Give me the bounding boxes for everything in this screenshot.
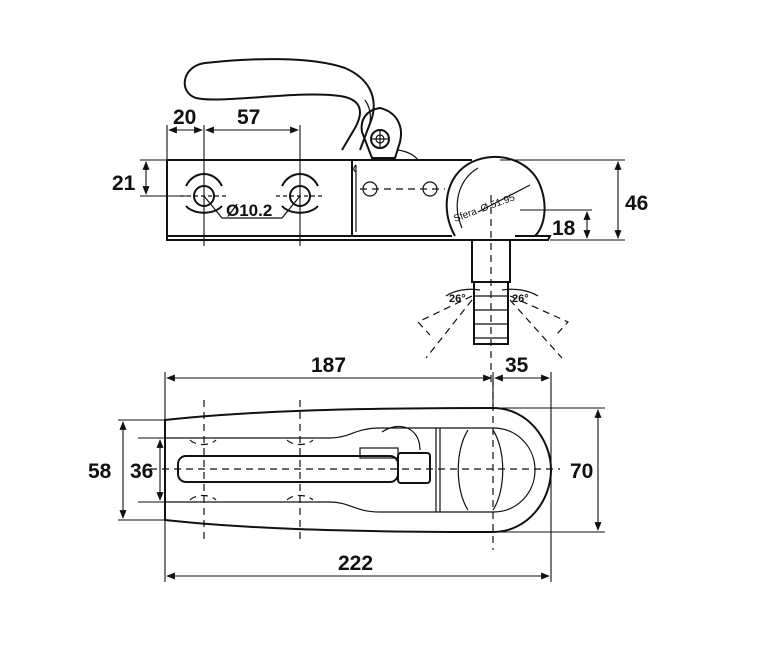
svg-text:26°: 26° <box>449 293 466 305</box>
dim-total-height: 46 <box>500 159 648 241</box>
dim-length-to-center: 187 <box>164 354 494 420</box>
top-inner-contour <box>165 427 536 513</box>
dim-head-width: 70 <box>493 407 605 533</box>
svg-text:18: 18 <box>552 217 576 240</box>
swing-angle-left: 26° <box>417 288 481 359</box>
swing-angle-right: 26° <box>501 288 570 359</box>
svg-text:35: 35 <box>505 354 529 377</box>
ball-head <box>445 155 546 237</box>
top-view: 187 35 58 36 70 <box>88 354 605 582</box>
hole-diameter-label: Ø10.2 <box>226 201 272 220</box>
svg-text:26°: 26° <box>512 293 529 305</box>
dim-center-to-end: 35 <box>494 354 552 470</box>
handle <box>183 58 375 151</box>
dim-hole-offset: 20 <box>166 106 301 246</box>
dim-outer-width: 58 <box>88 419 165 521</box>
svg-text:36: 36 <box>130 460 153 483</box>
dim-hole-spacing: 57 <box>205 106 299 134</box>
dim-total-length: 222 <box>164 470 552 582</box>
lever-pivot <box>370 129 390 149</box>
svg-text:21: 21 <box>112 172 136 195</box>
svg-text:57: 57 <box>237 106 260 129</box>
dim-inner-width: 36 <box>130 437 165 503</box>
coupling-body <box>166 159 552 241</box>
svg-text:222: 222 <box>338 552 373 575</box>
svg-text:58: 58 <box>88 460 112 483</box>
ball-marking: Sfera <box>452 206 479 225</box>
svg-text:187: 187 <box>311 354 346 377</box>
svg-text:70: 70 <box>570 460 593 483</box>
svg-text:20: 20 <box>173 106 196 129</box>
lever <box>360 106 402 159</box>
dim-hole-height: 21 <box>112 159 190 197</box>
side-view: Sfera Ø 51.95 Ø10.2 <box>112 58 648 382</box>
ball-diameter-marking: Ø 51.95 <box>479 192 517 215</box>
dim-ball-height: 18 <box>520 209 592 240</box>
svg-text:46: 46 <box>625 192 648 215</box>
